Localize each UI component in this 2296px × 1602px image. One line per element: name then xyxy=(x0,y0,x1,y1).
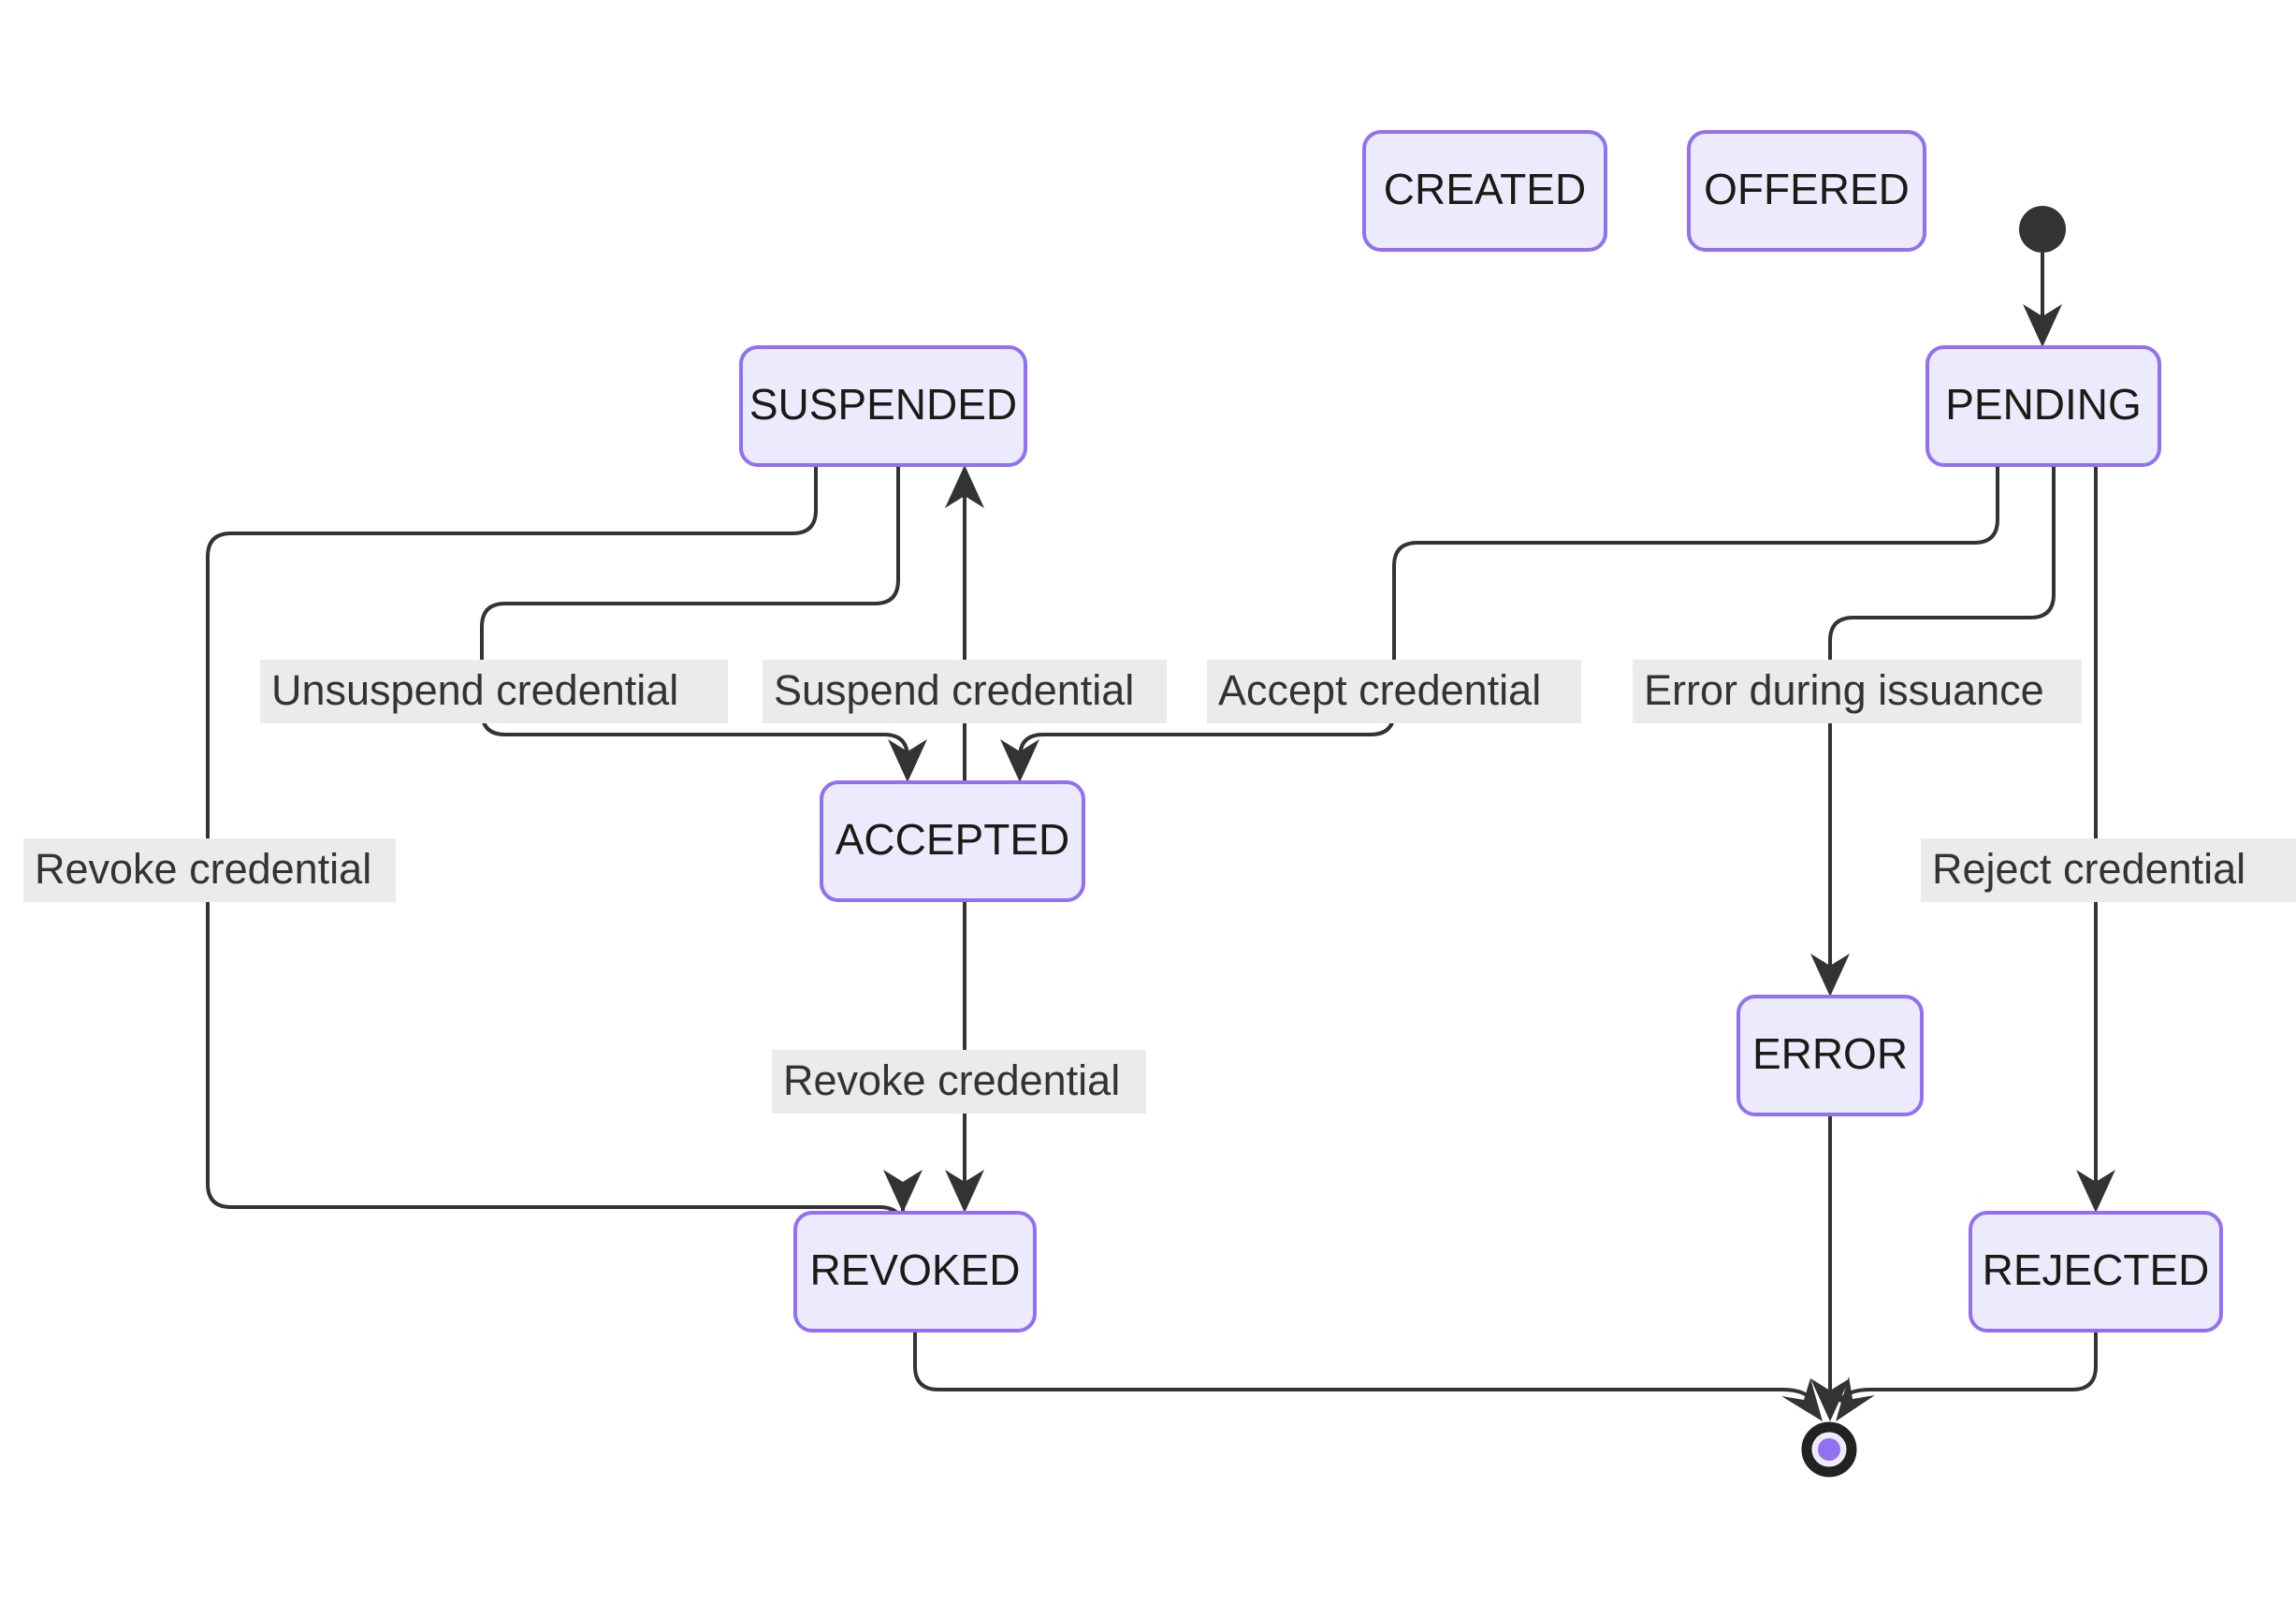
edge-labels-layer: Unsuspend credential Suspend credential … xyxy=(23,660,2296,1114)
edge-label-background xyxy=(23,838,396,902)
edge-label-text: Revoke credential xyxy=(35,845,371,893)
edge-label-revoke-credential-accepted: Revoke credential xyxy=(772,1050,1146,1114)
edges-layer xyxy=(206,253,2115,1421)
start-state-icon[interactable] xyxy=(2019,206,2066,253)
transition-accepted-to-revoked[interactable] xyxy=(945,900,984,1213)
arrowhead-icon xyxy=(888,739,927,782)
edge-label-text: Unsuspend credential xyxy=(271,666,678,714)
arrowhead-icon xyxy=(1781,1378,1823,1421)
state-node-revoked[interactable]: REVOKED xyxy=(793,1211,1037,1333)
state-label: PENDING xyxy=(1945,380,2142,429)
transition-pending-to-error[interactable] xyxy=(1810,465,2056,997)
arrowhead-icon xyxy=(1810,1378,1850,1421)
edge-line xyxy=(1838,1331,2098,1404)
transition-error-to-end[interactable] xyxy=(1810,1114,1850,1421)
edge-label-unsuspend-credential: Unsuspend credential xyxy=(260,660,728,723)
state-label: ERROR xyxy=(1752,1029,1908,1078)
state-node-pending[interactable]: PENDING xyxy=(1925,345,2161,467)
arrowhead-icon xyxy=(1836,1376,1875,1421)
end-state-outer-ring xyxy=(1801,1421,1857,1478)
transition-accepted-to-suspended[interactable] xyxy=(945,465,984,782)
edge-label-background xyxy=(260,660,728,723)
transition-rejected-to-end[interactable] xyxy=(1836,1331,2098,1421)
state-label: CREATED xyxy=(1384,165,1586,213)
state-node-error[interactable]: ERROR xyxy=(1737,995,1924,1116)
arrowhead-icon xyxy=(883,1170,923,1213)
end-state-icon[interactable] xyxy=(1801,1421,1857,1478)
edge-label-background xyxy=(1633,660,2082,723)
state-node-offered[interactable]: OFFERED xyxy=(1687,130,1926,252)
state-node-rejected[interactable]: REJECTED xyxy=(1969,1211,2223,1333)
state-box xyxy=(739,345,1027,467)
state-box xyxy=(1737,995,1924,1116)
state-node-suspended[interactable]: SUSPENDED xyxy=(739,345,1027,467)
state-box xyxy=(1969,1211,2223,1333)
edge-line xyxy=(1018,465,1999,759)
edge-label-suspend-credential: Suspend credential xyxy=(763,660,1167,723)
state-box xyxy=(1362,130,1607,252)
arrowhead-icon xyxy=(2023,304,2062,347)
state-node-accepted[interactable]: ACCEPTED xyxy=(820,780,1085,902)
edge-label-background xyxy=(1207,660,1581,723)
state-label: SUSPENDED xyxy=(749,380,1017,429)
state-box xyxy=(1925,345,2161,467)
edge-label-background xyxy=(1921,838,2296,902)
arrowhead-icon xyxy=(945,465,984,508)
edge-label-text: Error during issuance xyxy=(1644,666,2044,714)
arrowhead-icon xyxy=(1810,954,1850,997)
edge-label-text: Accept credential xyxy=(1218,666,1541,714)
edge-label-text: Revoke credential xyxy=(783,1056,1120,1104)
state-node-created[interactable]: CREATED xyxy=(1362,130,1607,252)
state-label: OFFERED xyxy=(1704,165,1910,213)
edge-label-error-during-issuance: Error during issuance xyxy=(1633,660,2082,723)
transition-revoked-to-end[interactable] xyxy=(913,1331,1823,1421)
transition-suspended-to-accepted[interactable] xyxy=(480,465,927,782)
arrowhead-icon xyxy=(945,1170,984,1213)
state-label: REJECTED xyxy=(1983,1245,2210,1294)
end-state-inner-dot xyxy=(1818,1438,1840,1461)
state-label: ACCEPTED xyxy=(836,815,1069,864)
edge-label-background xyxy=(772,1050,1146,1114)
state-box xyxy=(793,1211,1037,1333)
state-box xyxy=(1687,130,1926,252)
arrowhead-icon xyxy=(2076,1170,2115,1213)
edge-label-text: Suspend credential xyxy=(774,666,1134,714)
edge-label-accept-credential: Accept credential xyxy=(1207,660,1581,723)
edge-label-text: Reject credential xyxy=(1932,845,2245,893)
states-layer: CREATED OFFERED SUSPENDED PENDING ACCEPT… xyxy=(739,130,2223,1333)
state-label: REVOKED xyxy=(810,1245,1021,1294)
pseudostates-layer xyxy=(1801,206,2066,1478)
transition-pending-to-rejected[interactable] xyxy=(2076,465,2115,1213)
edge-label-background xyxy=(763,660,1167,723)
state-box xyxy=(820,780,1085,902)
transition-start-to-pending[interactable] xyxy=(2023,253,2062,347)
edge-label-revoke-credential-suspended: Revoke credential xyxy=(23,838,396,902)
transition-pending-to-accepted[interactable] xyxy=(1000,465,1999,782)
arrowhead-icon xyxy=(1000,739,1039,782)
edge-line xyxy=(1828,465,2056,968)
edge-label-reject-credential: Reject credential xyxy=(1921,838,2296,902)
edge-line xyxy=(913,1331,1815,1404)
